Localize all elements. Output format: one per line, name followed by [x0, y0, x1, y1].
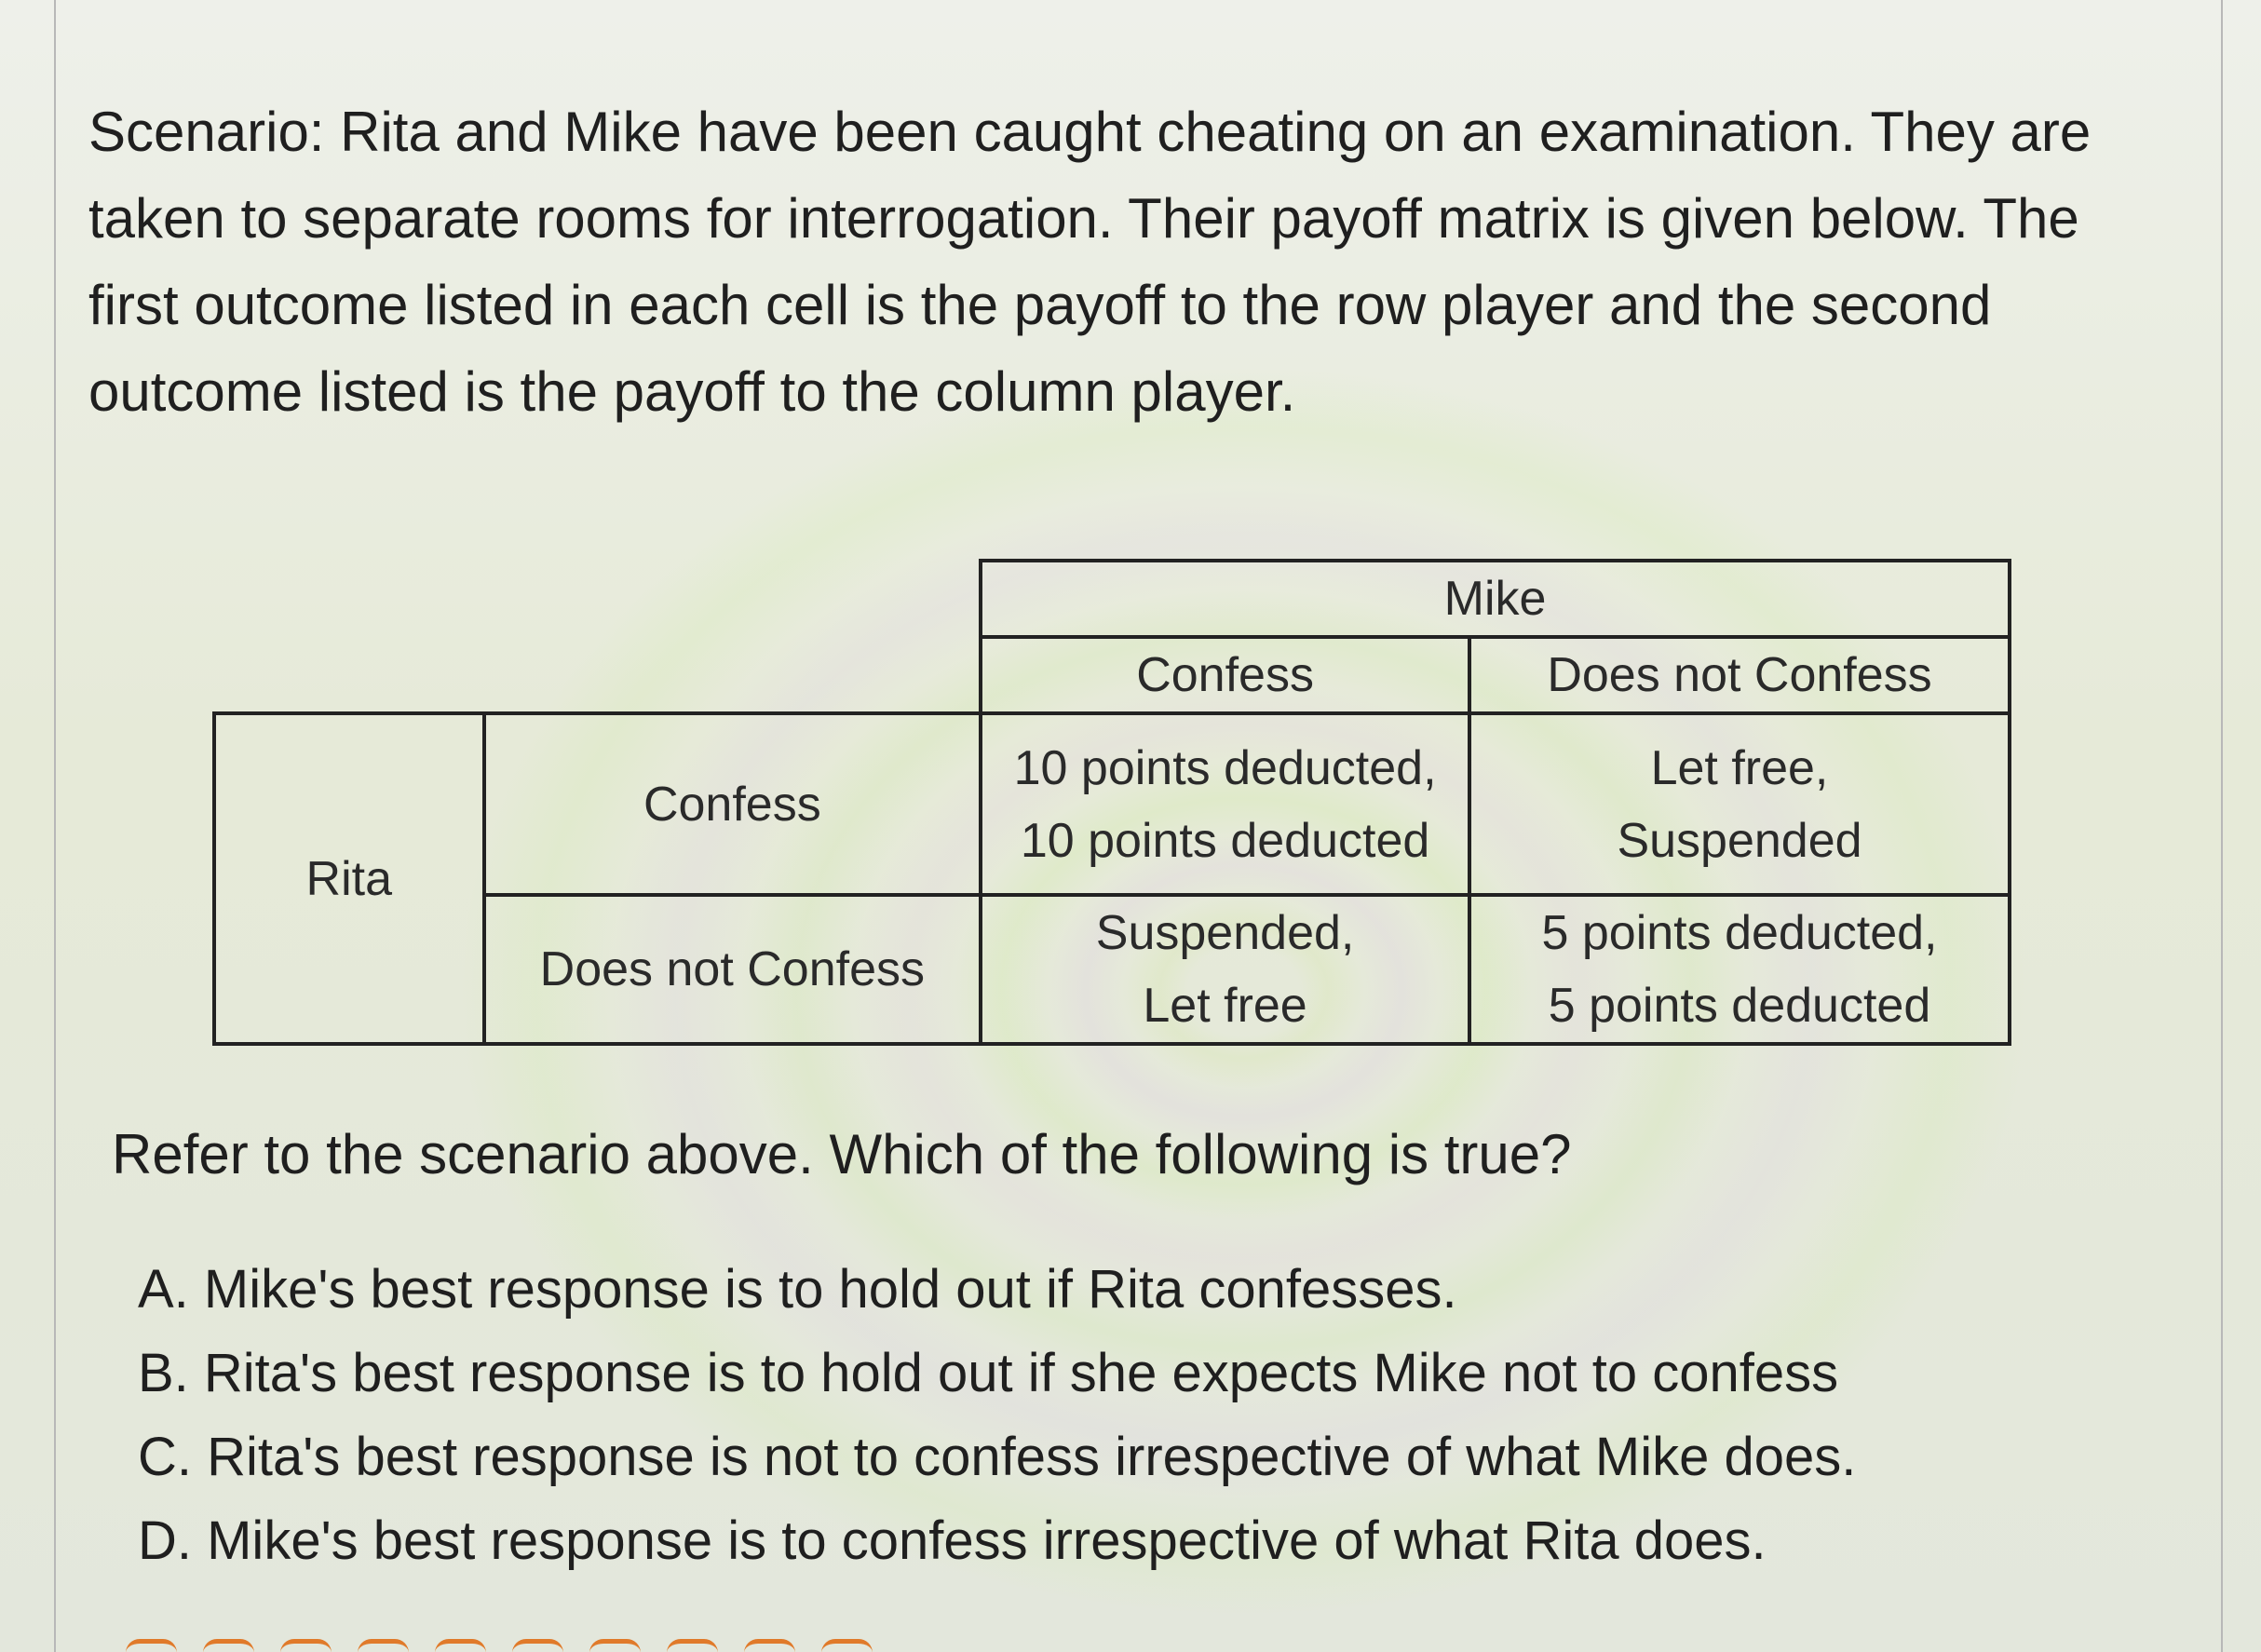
column-strategy-confess: Confess: [979, 635, 1471, 715]
scenario-text: Scenario: Rita and Mike have been caught…: [88, 101, 2092, 423]
cutoff-glyph: [821, 1639, 873, 1652]
row-player-label: Rita: [212, 711, 486, 1046]
payoff-cell-confess-confess: 10 points deducted, 10 points deducted: [979, 711, 1471, 897]
payoff-line: Suspended: [1617, 813, 1862, 868]
payoff-matrix: Mike Confess Does not Confess Rita Confe…: [212, 559, 2011, 1046]
row-strategy-confess: Confess: [481, 711, 983, 897]
column-player-label: Mike: [979, 559, 2011, 639]
cutoff-next-section: [126, 1632, 964, 1652]
cutoff-glyph: [667, 1639, 718, 1652]
question-text: Refer to the scenario above. Which of th…: [112, 1123, 1572, 1185]
page-border-right: [2221, 0, 2223, 1652]
payoff-cell-not-confess-not-confess: 5 points deducted, 5 points deducted: [1468, 893, 2011, 1046]
payoff-line: Let free,: [1650, 740, 1829, 795]
cutoff-glyph: [589, 1639, 641, 1652]
cutoff-glyph: [435, 1639, 486, 1652]
payoff-line: Suspended,: [1095, 906, 1355, 960]
option-b[interactable]: B. Rita's best response is to hold out i…: [138, 1343, 1839, 1403]
payoff-line: 10 points deducted,: [1013, 740, 1437, 795]
option-a[interactable]: A. Mike's best response is to hold out i…: [138, 1259, 1457, 1320]
cutoff-glyph: [126, 1639, 177, 1652]
page-border-left: [54, 0, 56, 1652]
payoff-line: 10 points deducted: [1020, 813, 1430, 868]
payoff-line: 5 points deducted,: [1541, 906, 1938, 960]
column-strategy-not-confess: Does not Confess: [1468, 635, 2011, 715]
row-strategy-not-confess: Does not Confess: [481, 893, 983, 1046]
payoff-cell-confess-not-confess: Let free, Suspended: [1468, 711, 2011, 897]
cutoff-glyph: [280, 1639, 332, 1652]
payoff-line: 5 points deducted: [1548, 979, 1931, 1033]
cutoff-glyph: [512, 1639, 563, 1652]
option-c[interactable]: C. Rita's best response is not to confes…: [138, 1427, 1857, 1487]
cutoff-glyph: [358, 1639, 409, 1652]
option-d[interactable]: D. Mike's best response is to confess ir…: [138, 1510, 1767, 1571]
payoff-line: Let free: [1143, 979, 1307, 1033]
cutoff-glyph: [744, 1639, 795, 1652]
payoff-cell-not-confess-confess: Suspended, Let free: [979, 893, 1471, 1046]
answer-options: A. Mike's best response is to hold out i…: [138, 1248, 1856, 1583]
cutoff-glyph: [203, 1639, 254, 1652]
